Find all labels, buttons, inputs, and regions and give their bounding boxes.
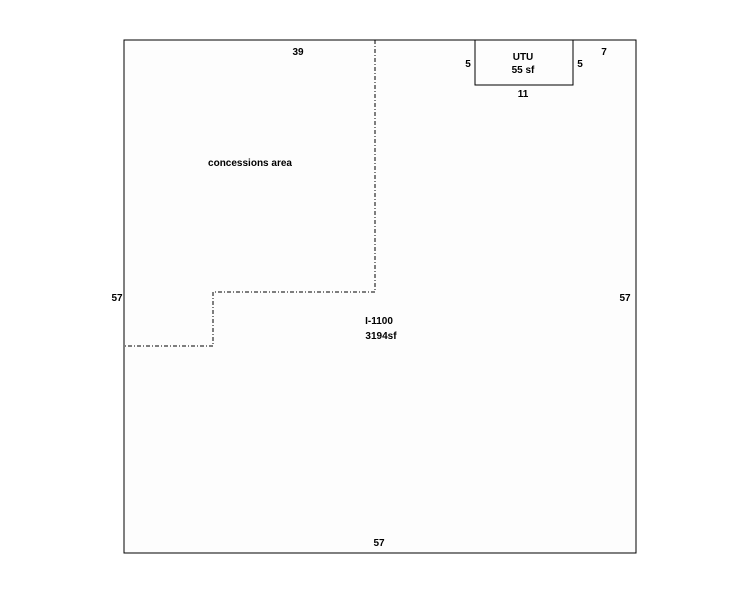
utu-box (474, 39, 574, 86)
dimension-right: 57 (619, 293, 631, 304)
dimension-top: 39 (292, 47, 304, 58)
dimension-top-right: 7 (601, 47, 607, 58)
utu-dimension-right: 5 (577, 59, 583, 70)
dimension-bottom: 57 (373, 538, 385, 549)
utu-name-label: UTU (513, 52, 534, 63)
room-area-label: 3194sf (365, 331, 397, 342)
utu-dimension-left: 5 (465, 59, 471, 70)
utu-area-label: 55 sf (512, 65, 535, 76)
room-id-label: I-1100 (365, 316, 393, 327)
utu-dimension-bottom: 11 (518, 89, 529, 100)
concessions-area-label: concessions area (208, 158, 292, 169)
concessions-area-boundary (124, 40, 376, 347)
dimension-left: 57 (111, 293, 123, 304)
room-outline (123, 39, 637, 554)
